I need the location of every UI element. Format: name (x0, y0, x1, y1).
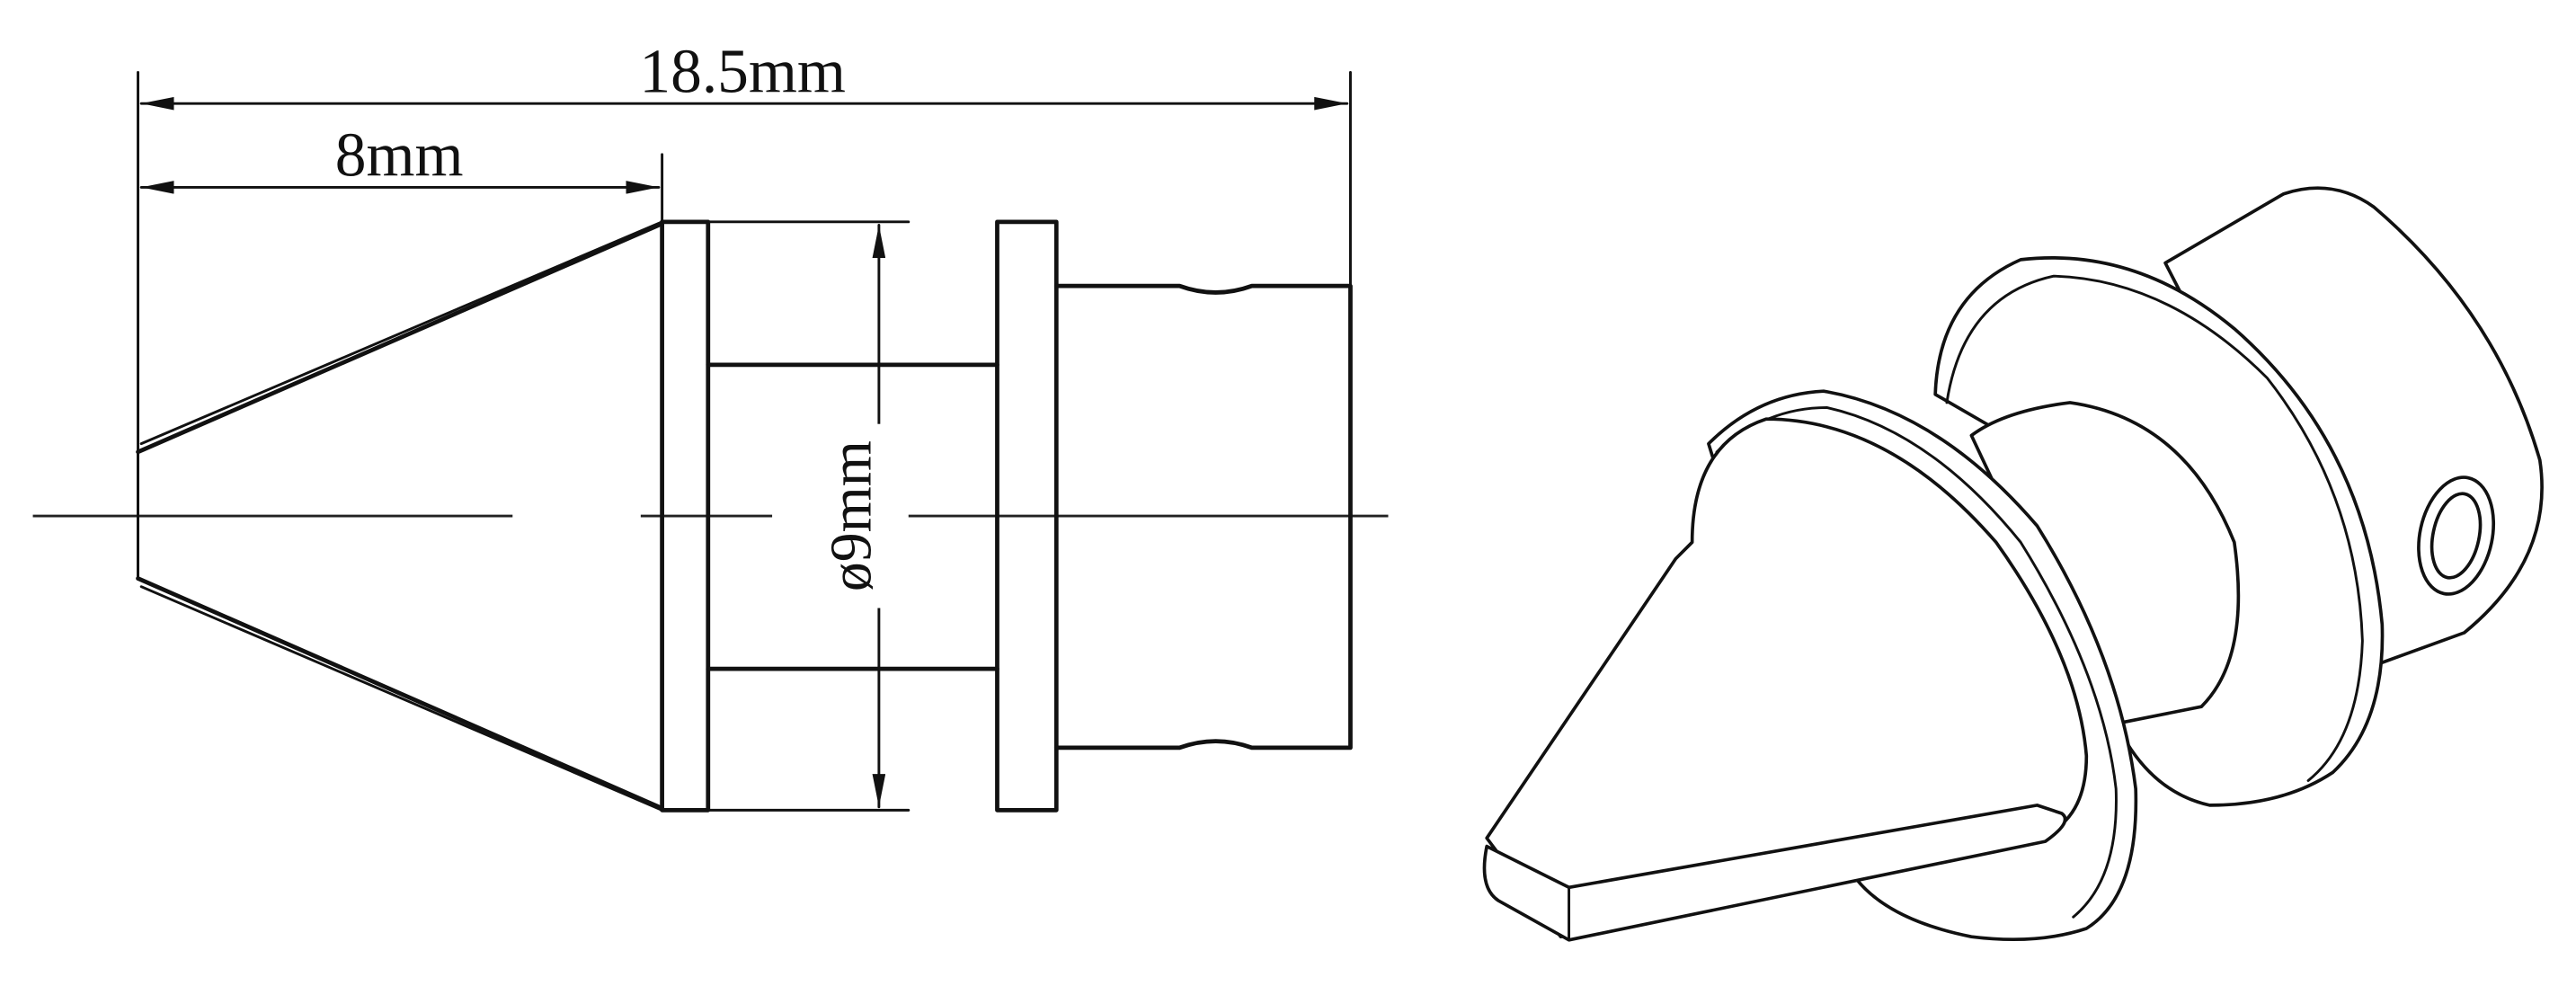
rear-flange (995, 219, 1059, 813)
isometric-view (1482, 186, 2544, 942)
overall-length-label: 18.5mm (639, 37, 846, 106)
diameter-label: ø9mm (819, 440, 884, 591)
nose-cone (136, 220, 664, 812)
overall-length-dimension: 18.5mm (139, 37, 1349, 111)
cone-length-label: 8mm (335, 121, 464, 191)
neck (706, 362, 999, 671)
diameter-dimension: ø9mm (819, 224, 897, 809)
cone-length-dimension: 8mm (139, 121, 661, 194)
rear-cylinder (1053, 283, 1353, 751)
front-flange (660, 219, 711, 813)
extension-lines (137, 70, 1352, 812)
side-elevation-view: 18.5mm 8mm ø9mm (32, 37, 1389, 813)
